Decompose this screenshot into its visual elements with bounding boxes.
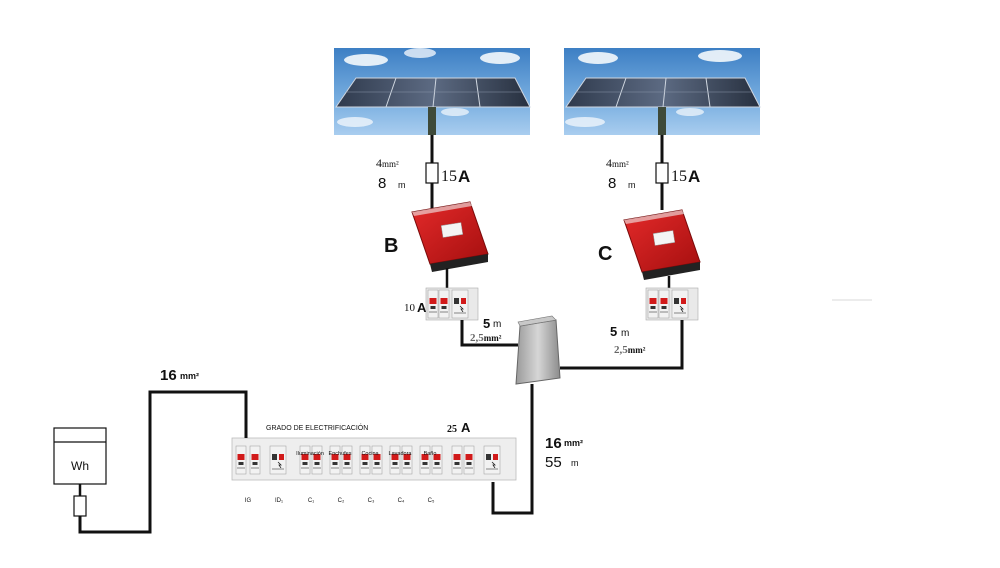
circuit-label-5: Baño [424,451,437,457]
circuit-label-2: Enchufes [329,451,352,457]
panel-c-length: 8 [608,175,616,192]
solar-panel-b [334,48,531,135]
panelboard-title: GRADO DE ELECTRIFICACIÓN [266,423,368,432]
breaker-b-rating: 10 [404,302,416,314]
inverter-c [623,209,701,280]
main-feed-length-unit: m [571,458,579,468]
meter-fuse [73,495,87,517]
panel-b-length-unit: m [398,180,406,190]
bottom-label-ig: IG [245,498,252,504]
c-out-length-unit: m [621,328,629,339]
panelboard [231,437,517,481]
junction-box [515,315,561,385]
b-out-length-unit: m [493,319,501,330]
cable-junction-to-panelboard [491,384,534,515]
breaker-b-unit: A [417,300,427,315]
fuse-c [655,162,669,184]
bottom-label-c4: C₄ [398,498,405,504]
c-out-section: 2,5mm² [614,344,646,356]
fuse-c-rating: 15 [671,168,687,185]
panelboard-main-unit: A [461,420,471,435]
energy-meter [53,427,107,485]
bottom-label-c5: C₅ [428,498,435,504]
meter-feed-section: 16 [160,367,177,384]
fuse-b-rating: 15 [441,168,457,185]
circuit-label-4: Lavadora [389,451,413,457]
circuit-label-3: Cocina [361,451,379,457]
cable-c-to-junction [560,320,684,370]
meter-feed-section-unit: mm² [180,371,199,381]
panel-b-section: 4mm² [376,156,399,170]
panel-c-section: 4mm² [606,156,629,170]
b-out-length: 5 [483,316,490,331]
b-out-section: 2,5mm² [470,332,502,344]
inverter-b [411,201,489,272]
cable-panelboard-to-meter [78,390,248,534]
fuse-c-unit: A [688,167,700,186]
cable-b-to-junction [460,320,518,347]
bottom-label-c1: C₁ [308,498,314,504]
inverter-c-label: C [598,243,612,265]
bottom-label-c3: C₃ [368,498,375,504]
energy-meter-label: Wh [71,459,89,473]
fuse-b [425,162,439,184]
circuit-label-1: Iluminación [296,451,324,457]
protection-box-b [425,287,479,321]
fuse-b-unit: A [458,167,470,186]
bottom-label-c2: C₂ [338,498,345,504]
c-out-length: 5 [610,324,617,339]
inverter-b-label: B [384,235,398,257]
bottom-label-id1: ID₁ [275,498,283,504]
protection-box-c [645,287,699,321]
panel-b-length: 8 [378,175,386,192]
main-feed-section: 16 [545,435,562,452]
solar-panel-c [564,48,761,135]
main-feed-length: 55 [545,454,562,471]
main-feed-section-unit: mm² [564,438,583,448]
panelboard-main-rating: 25 [447,424,457,435]
panel-c-length-unit: m [628,180,636,190]
